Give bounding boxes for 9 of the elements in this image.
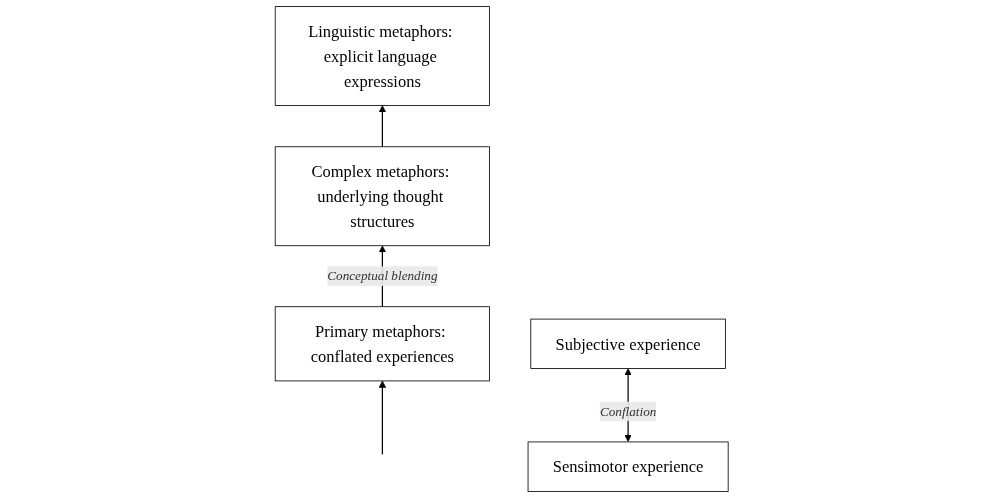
node-box: Sensimotor experience bbox=[527, 441, 729, 492]
arrow bbox=[378, 105, 386, 148]
edge-label: Conceptual blending bbox=[327, 268, 438, 283]
node-box: Linguistic metaphors: explicit language expressions bbox=[274, 6, 490, 106]
arrow bbox=[378, 380, 386, 455]
node-box: Complex metaphors: underlying thought structures bbox=[274, 146, 490, 247]
node-box: Primary metaphors: conflated experiences bbox=[274, 306, 490, 382]
edge-label: Conflation bbox=[599, 404, 657, 419]
node-box: Subjective experience bbox=[530, 318, 726, 369]
